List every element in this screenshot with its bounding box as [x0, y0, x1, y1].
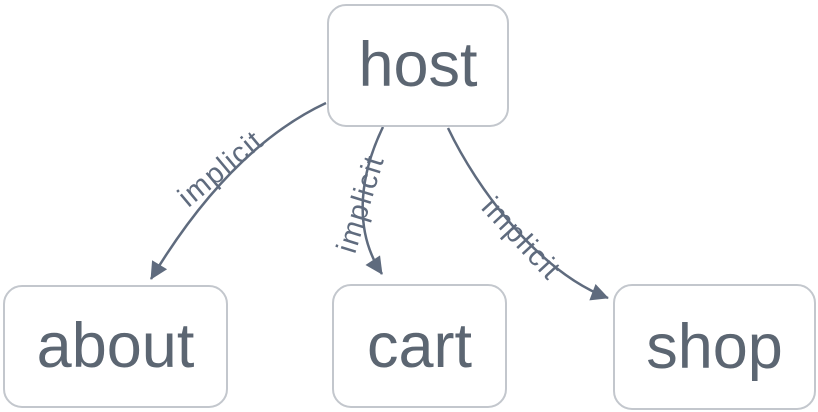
edge-label-host-shop: implicit	[475, 191, 567, 286]
edge-host-about	[149, 101, 327, 280]
node-shop-label: shop	[646, 311, 783, 382]
node-about: about	[3, 285, 228, 408]
edge-host-cart	[361, 126, 385, 275]
node-host: host	[327, 4, 509, 127]
edge-label-host-about: implicit	[172, 124, 270, 213]
node-shop: shop	[613, 284, 816, 410]
edge-label-host-cart: implicit	[331, 151, 391, 257]
edge-host-shop	[446, 127, 609, 301]
node-host-label: host	[358, 30, 478, 100]
node-cart-label: cart	[366, 310, 473, 381]
node-cart: cart	[332, 284, 507, 408]
node-about-label: about	[36, 311, 195, 381]
